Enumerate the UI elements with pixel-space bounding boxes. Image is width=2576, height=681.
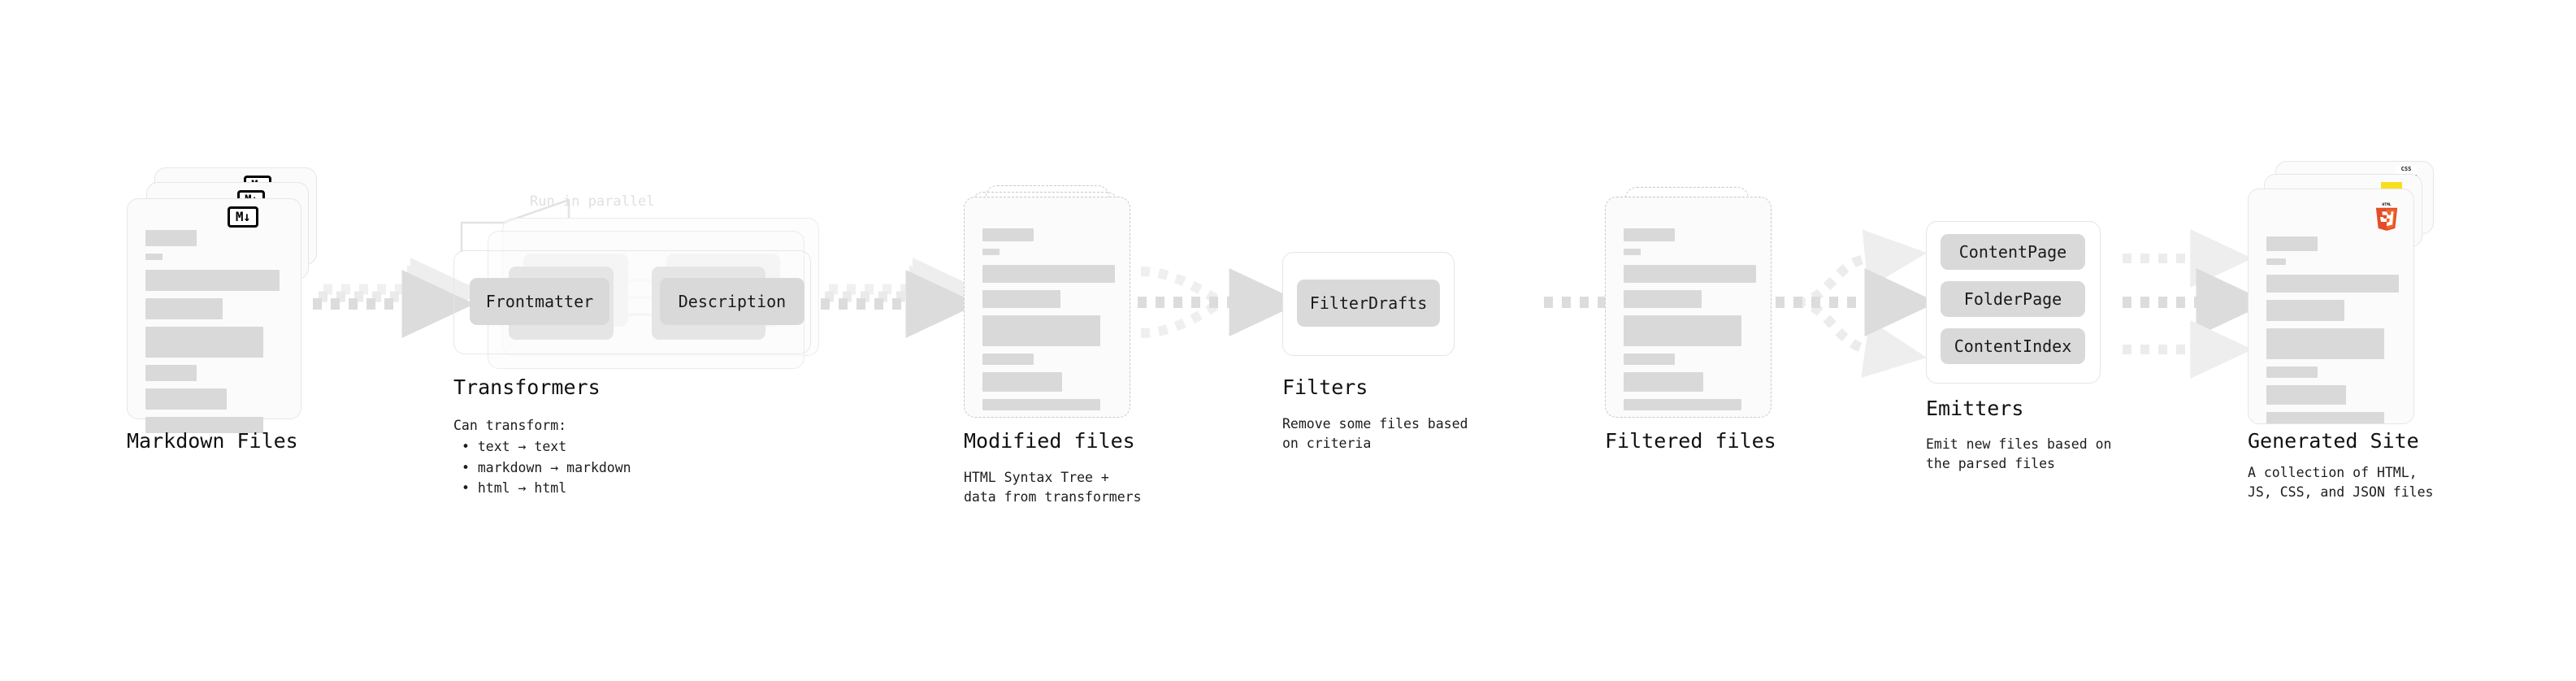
transformer-node-description[interactable]: Description bbox=[660, 278, 804, 325]
emitters-node-contentpage[interactable]: ContentPage bbox=[1941, 234, 2085, 270]
filtered-card-front bbox=[1605, 197, 1772, 418]
filters-subtitle: Remove some files based on criteria bbox=[1282, 416, 1468, 451]
arrow-transformers-to-modified bbox=[821, 258, 980, 338]
transformer-box-front bbox=[453, 250, 811, 354]
run-in-parallel-label: Run in parallel bbox=[530, 193, 655, 210]
generated-site-subtitle: A collection of HTML, JS, CSS, and JSON … bbox=[2248, 465, 2434, 500]
emitters-node-folderpage[interactable]: FolderPage bbox=[1941, 281, 2085, 317]
modified-card-front bbox=[964, 197, 1130, 418]
caption-filtered-files: Filtered files bbox=[1605, 429, 1776, 453]
arrow-filtered-to-emitters bbox=[1776, 229, 1937, 378]
caption-modified-files: Modified files bbox=[964, 429, 1135, 453]
markdown-card-front bbox=[127, 198, 301, 433]
caption-generated-site: Generated Site bbox=[2248, 429, 2419, 453]
bullet-text: • text → text bbox=[462, 439, 567, 454]
svg-text:HTML: HTML bbox=[2382, 202, 2391, 207]
site-card-front bbox=[2248, 189, 2414, 424]
markdown-placeholder-lines bbox=[145, 230, 283, 440]
bullet-html: • html → html bbox=[462, 480, 567, 497]
caption-emitters: Emitters bbox=[1926, 397, 2024, 420]
caption-transformers: Transformers bbox=[453, 375, 601, 399]
site-placeholder-lines bbox=[2266, 220, 2399, 431]
emitters-node-contentindex[interactable]: ContentIndex bbox=[1941, 328, 2085, 364]
html5-icon: HTML bbox=[2375, 202, 2398, 231]
caption-markdown-files: Markdown Files bbox=[127, 429, 298, 453]
emitters-subtitle: Emit new files based on the parsed files bbox=[1926, 436, 2112, 471]
transformers-bullets: • text → text • markdown → markdown • ht… bbox=[462, 436, 631, 499]
modified-placeholder-lines bbox=[982, 228, 1115, 418]
transformer-node-frontmatter[interactable]: Frontmatter bbox=[470, 278, 609, 325]
transformers-subtitle: Can transform: bbox=[453, 418, 567, 433]
bullet-markdown: • markdown → markdown bbox=[462, 459, 631, 475]
arrow-emitters-to-site bbox=[2123, 229, 2269, 379]
filters-node-filterdrafts[interactable]: FilterDrafts bbox=[1297, 280, 1440, 327]
filtered-placeholder-lines bbox=[1624, 228, 1756, 418]
markdown-icon: M↓ bbox=[228, 206, 258, 228]
arrow-markdown-to-transformers bbox=[313, 258, 478, 338]
arrow-modified-to-filters bbox=[1138, 267, 1302, 338]
caption-filters: Filters bbox=[1282, 375, 1368, 399]
modified-files-subtitle: HTML Syntax Tree + data from transformer… bbox=[964, 470, 1142, 505]
